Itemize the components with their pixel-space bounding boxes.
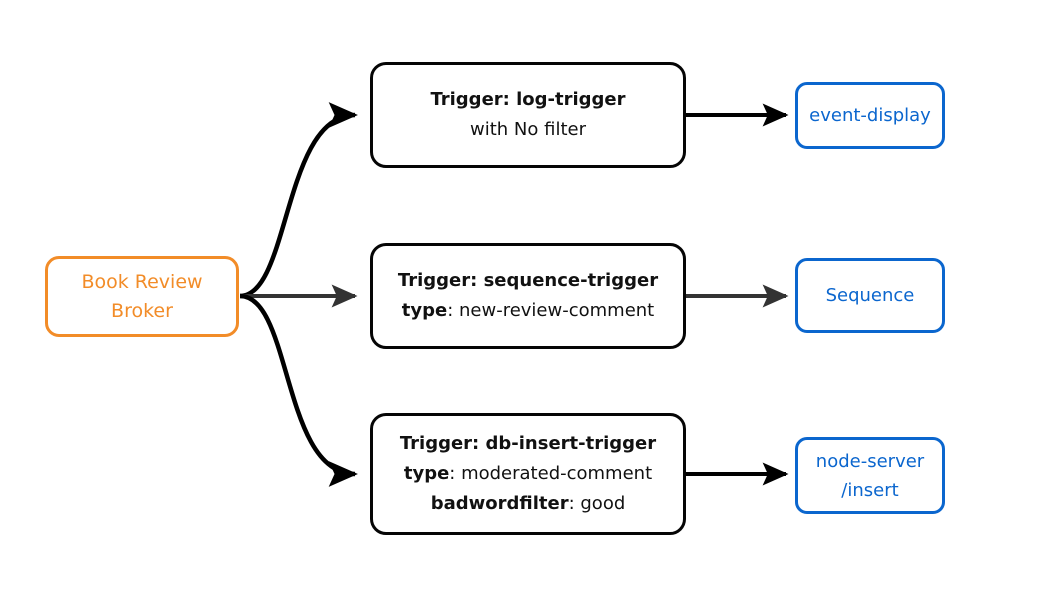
- trigger-db-line2: type: moderated-comment: [404, 459, 652, 489]
- trigger-db-line2-value: : moderated-comment: [449, 463, 653, 484]
- edge-broker-to-db-insert-trigger: [239, 293, 358, 487]
- service-event-display-label: event-display: [809, 105, 931, 126]
- trigger-db-line3-key: badwordfilter: [430, 493, 569, 514]
- service-node-server-label-line2: /insert: [841, 479, 899, 501]
- node-trigger-db-insert-trigger[interactable]: Trigger: db-insert-trigger type: moderat…: [370, 413, 686, 535]
- broker-label-line1: Book Review: [81, 270, 203, 293]
- trigger-db-line3-value: : good: [568, 493, 626, 514]
- trigger-sequence-line2-value: : new-review-comment: [447, 300, 655, 321]
- trigger-db-line2-key: type: [403, 463, 450, 484]
- broker-label-line2: Broker: [111, 299, 173, 322]
- trigger-log-title: Trigger: log-trigger: [430, 89, 626, 110]
- trigger-sequence-line2: type: new-review-comment: [402, 296, 654, 326]
- trigger-db-title: Trigger: db-insert-trigger: [399, 433, 657, 454]
- trigger-log-line2-value: with No filter: [470, 119, 586, 140]
- service-sequence-label: Sequence: [825, 285, 915, 306]
- node-trigger-sequence-trigger[interactable]: Trigger: sequence-trigger type: new-revi…: [370, 243, 686, 349]
- node-book-review-broker[interactable]: Book Review Broker: [45, 256, 239, 337]
- trigger-sequence-line2-key: type: [401, 300, 448, 321]
- edge-broker-to-log-trigger: [239, 102, 358, 299]
- trigger-log-line2: with No filter: [470, 115, 586, 145]
- service-node-server-label-line1: node-server: [815, 450, 925, 472]
- node-service-node-server-insert[interactable]: node-server /insert: [795, 437, 945, 514]
- node-trigger-log-trigger[interactable]: Trigger: log-trigger with No filter: [370, 62, 686, 168]
- node-service-sequence[interactable]: Sequence: [795, 258, 945, 333]
- trigger-db-line3: badwordfilter: good: [431, 489, 626, 519]
- trigger-sequence-title: Trigger: sequence-trigger: [397, 270, 659, 291]
- node-service-event-display[interactable]: event-display: [795, 82, 945, 149]
